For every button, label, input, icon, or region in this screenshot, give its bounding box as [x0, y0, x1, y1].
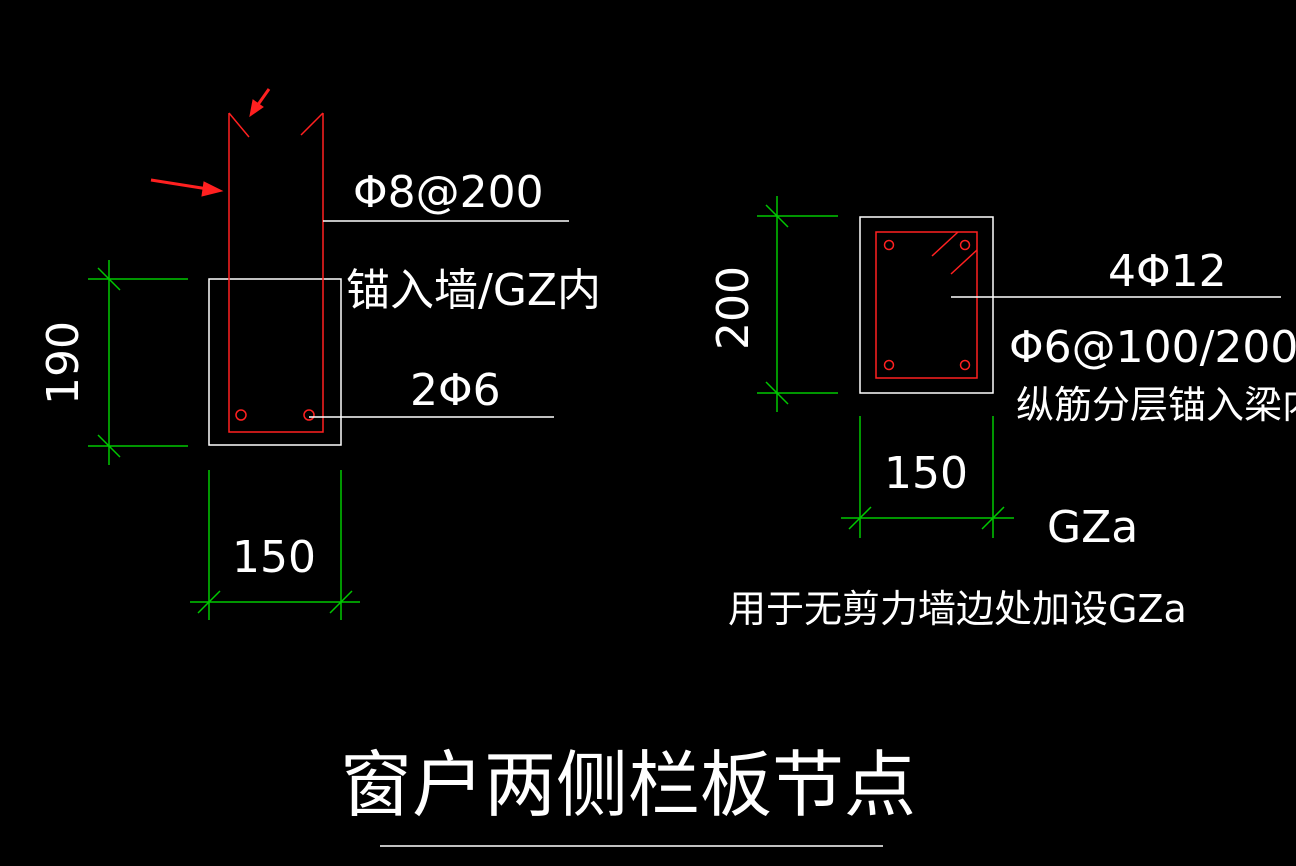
right-stirrup-label: Φ6@100/200 — [1009, 322, 1296, 373]
right-anchor-label: 纵筋分层锚入梁内 — [1016, 383, 1296, 427]
right-rebar — [875, 231, 978, 379]
left-rebar — [228, 112, 324, 433]
right-detail-name: GZa — [1047, 502, 1138, 553]
drawing-title-text: 窗户两侧栏板节点 — [340, 743, 916, 827]
drawing-title: 窗户两侧栏板节点 — [340, 743, 916, 847]
left-detail: Φ8@200 锚入墙/GZ内 2Φ6 150 190 — [38, 88, 601, 620]
right-detail: 4Φ12 Φ6@100/200 纵筋分层锚入梁内 150 200 GZa 用于无… — [708, 196, 1296, 631]
left-dim-horizontal: 150 — [232, 532, 316, 583]
right-main-bar-label: 4Φ12 — [1108, 246, 1227, 297]
left-leader-lines — [309, 220, 569, 418]
left-section-outline — [208, 278, 342, 446]
right-dimensions — [757, 196, 1014, 538]
left-bar-label: 2Φ6 — [410, 365, 501, 416]
right-section-outline — [859, 216, 994, 394]
red-arrow-icon — [150, 178, 224, 197]
right-dim-horizontal: 150 — [884, 448, 968, 499]
left-anchor-label: 锚入墙/GZ内 — [346, 265, 601, 316]
right-dim-vertical: 200 — [708, 266, 759, 350]
left-stirrup-label: Φ8@200 — [353, 167, 544, 218]
left-dim-vertical: 190 — [38, 321, 89, 405]
red-arrow-icon — [249, 88, 271, 118]
left-dimensions — [88, 260, 360, 620]
right-note: 用于无剪力墙边处加设GZa — [728, 587, 1187, 631]
